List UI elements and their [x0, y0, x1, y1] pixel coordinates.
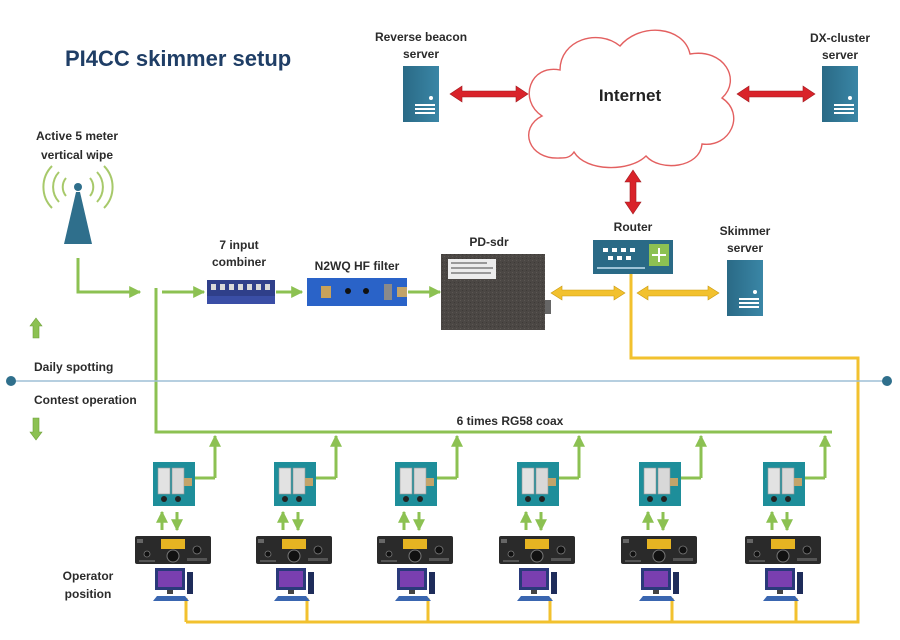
- transceiver-icon: [498, 535, 576, 565]
- splitter-icon: [638, 461, 682, 507]
- router-label: Router: [614, 220, 653, 234]
- operator-station: [255, 434, 342, 601]
- sdr-label: PD-sdr: [469, 235, 509, 249]
- computer-icon: [517, 568, 557, 601]
- filter-icon: [307, 278, 407, 306]
- operator-label-line2: position: [65, 587, 112, 601]
- transceiver-icon: [620, 535, 698, 565]
- operator-station: [376, 434, 463, 601]
- diagram-title: PI4CC skimmer setup: [65, 46, 291, 71]
- router-icon: [593, 240, 673, 274]
- splitter-icon: [152, 461, 196, 507]
- skimmer-label-line1: Skimmer: [720, 224, 771, 238]
- combiner-label-line2: combiner: [212, 255, 266, 269]
- lan-arrows: [550, 285, 720, 301]
- dx-label-line2: server: [822, 48, 858, 62]
- computer-icon: [763, 568, 803, 601]
- splitter-icon: [762, 461, 806, 507]
- rf-feed-lines: [76, 258, 832, 434]
- transceiver-icon: [376, 535, 454, 565]
- computer-icon: [153, 568, 193, 601]
- antenna-icon: [42, 165, 114, 244]
- mode-divider: [6, 376, 892, 386]
- computer-icon: [639, 568, 679, 601]
- splitter-icon: [394, 461, 438, 507]
- cloud-icon: [528, 29, 735, 169]
- combiner-icon: [207, 280, 275, 304]
- server-icon: [727, 260, 763, 316]
- transceiver-icon: [255, 535, 333, 565]
- server-icon: [822, 66, 858, 122]
- dx-label-line1: DX-cluster: [810, 31, 870, 45]
- splitter-icon: [516, 461, 560, 507]
- operator-station: [498, 434, 585, 601]
- antenna-label-line1: Active 5 meter: [36, 129, 118, 143]
- antenna-label-line2: vertical wipe: [41, 148, 113, 162]
- operator-station: [134, 434, 221, 601]
- coax-label: 6 times RG58 coax: [457, 414, 564, 428]
- daily-arrow-icon: [29, 317, 43, 339]
- lan-lines: [184, 274, 860, 624]
- skimmer-label-line2: server: [727, 241, 763, 255]
- computer-icon: [395, 568, 435, 601]
- sdr-icon: [441, 254, 551, 330]
- rbn-label-line2: server: [403, 47, 439, 61]
- server-icon: [403, 66, 439, 122]
- contest-arrow-icon: [29, 417, 43, 441]
- splitter-icon: [273, 461, 317, 507]
- rbn-label-line1: Reverse beacon: [375, 30, 467, 44]
- operator-station: [620, 434, 707, 601]
- computer-icon: [274, 568, 314, 601]
- internet-label: Internet: [599, 86, 662, 105]
- internet-arrows: [449, 85, 816, 215]
- contest-operation-label: Contest operation: [34, 393, 137, 407]
- operator-label-line1: Operator: [63, 569, 114, 583]
- filter-label: N2WQ HF filter: [315, 259, 400, 273]
- transceiver-icon: [744, 535, 822, 565]
- operator-station: [744, 434, 831, 601]
- transceiver-icon: [134, 535, 212, 565]
- daily-spotting-label: Daily spotting: [34, 360, 113, 374]
- combiner-label-line1: 7 input: [219, 238, 258, 252]
